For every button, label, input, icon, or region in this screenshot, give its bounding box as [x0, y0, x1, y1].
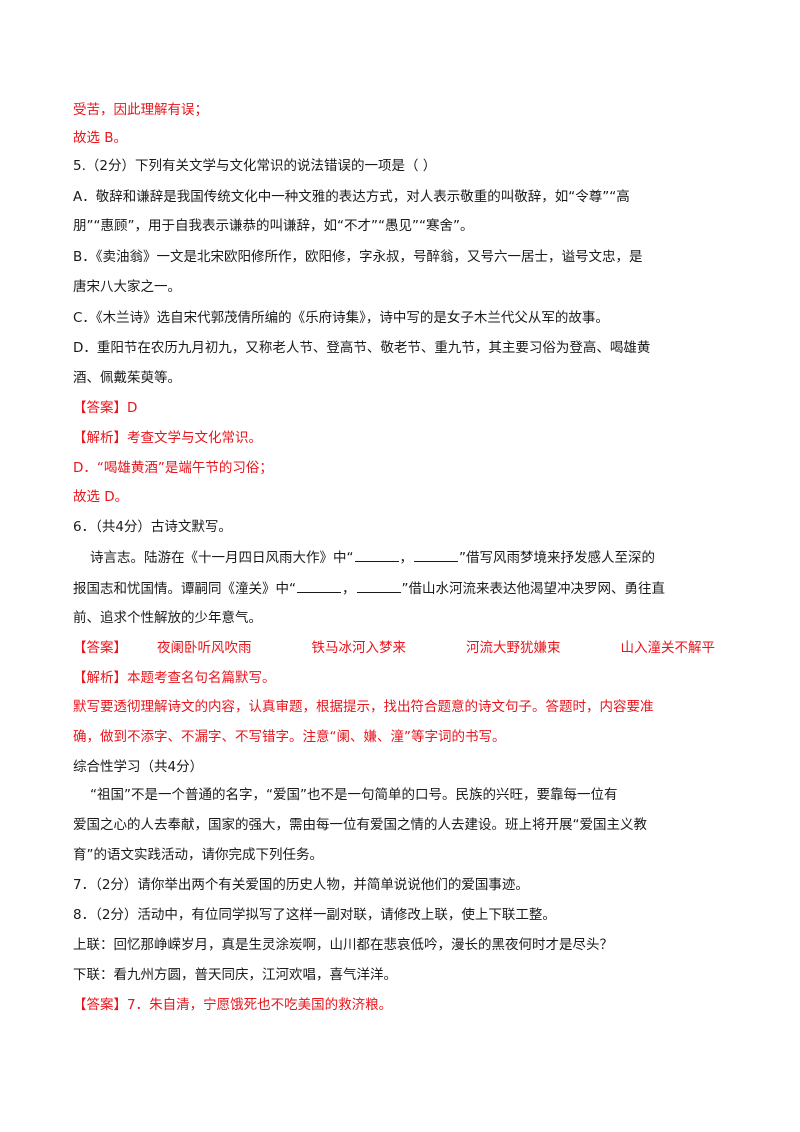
question-6-analysis-body-line2: 确，做到不添字、不漏字、不写错字。注意“阑、嫌、潼”等字词的书写。 [73, 729, 506, 745]
fill-blank [414, 547, 458, 562]
question-6-analysis: 【解析】本题考查名句名篇默写。 [73, 670, 276, 686]
question-5-option-a-line2: 朋”“惠顾”，用于自我表示谦恭的叫谦辞，如“不才”“愚见”“寒舍”。 [73, 218, 474, 234]
section-intro-line3: 育”的语文实践活动，请你完成下列任务。 [73, 847, 323, 863]
question-6-prompt-line2: 报国志和忧国情。谭嗣同《潼关》中“，”借山水河流来表达他渴望冲决罗网、勇往直 [73, 578, 665, 599]
answer-phrase: 山入潼关不解平 [620, 640, 716, 656]
couplet-lower: 下联：看九州方圆，普天同庆，江河欢唱，喜气洋洋。 [73, 967, 397, 983]
question-5-option-d-line2: 酒、佩戴茱萸等。 [73, 370, 181, 386]
prev-explanation-line: 受苦，因此理解有误； [73, 102, 208, 118]
question-7-answer: 【答案】7．朱自清，宁愿饿死也不吃美国的救济粮。 [73, 997, 393, 1013]
answer-phrase: 铁马冰河入梦来 [311, 640, 407, 656]
question-6-stem: 6．（共4分）古诗文默写。 [73, 519, 232, 535]
section-intro-line2: 爱国之心的人去奉献，国家的强大，需由每一位有爱国之情的人去建设。班上将开展“爱国… [73, 817, 647, 833]
section-intro-line1: “祖国”不是一个普通的名字，“爱国”也不是一句简单的口号。民族的兴旺，要靠每一位… [90, 787, 618, 803]
answer-phrase: 河流大野犹嫌束 [466, 640, 561, 656]
question-5-option-d-line1: D．重阳节在农历九月初九，又称老人节、登高节、敬老节、重九节，其主要习俗为登高、… [73, 340, 651, 356]
question-5-conclusion: 故选 D。 [73, 489, 129, 505]
question-5-option-a-line1: A．敬辞和谦辞是我国传统文化中一种文雅的表达方式，对人表示敬重的叫敬辞，如“令尊… [73, 189, 630, 205]
question-7-stem: 7．（2分）请你举出两个有关爱国的历史人物，并简单说说他们的爱国事迹。 [73, 877, 529, 893]
question-6-answer: 【答案】夜阑卧听风吹雨铁马冰河入梦来河流大野犹嫌束山入潼关不解平 [73, 640, 716, 656]
question-5-option-b-line1: B．《卖油翁》一文是北宋欧阳修所作，欧阳修，字永叔，号醉翁，又号六一居士，谥号文… [73, 249, 643, 265]
question-5-analysis: 【解析】考查文学与文化常识。 [73, 430, 262, 446]
question-5-analysis-d: D．“喝雄黄酒”是端午节的习俗； [73, 460, 273, 476]
fill-blank [354, 547, 399, 562]
question-5-option-c: C．《木兰诗》选自宋代郭茂倩所编的《乐府诗集》，诗中写的是女子木兰代父从军的故事… [73, 310, 609, 326]
question-8-stem: 8．（2分）活动中，有位同学拟写了这样一副对联，请修改上联，使上下联工整。 [73, 907, 556, 923]
question-5-answer: 【答案】D [73, 400, 138, 416]
section-heading: 综合性学习（共4分） [73, 759, 204, 775]
question-6-prompt-line3: 前、追求个性解放的少年意气。 [73, 610, 262, 626]
fill-blank [356, 578, 401, 593]
prev-conclusion: 故选 B。 [73, 130, 128, 146]
question-6-analysis-body-line1: 默写要透彻理解诗文的内容，认真审题，根据提示，找出符合题意的诗文句子。答题时，内… [73, 699, 654, 715]
question-6-prompt-line1: 诗言志。陆游在《十一月四日风雨大作》中“，”借写风雨梦境来抒发感人至深的 [90, 547, 655, 568]
answer-phrase: 夜阑卧听风吹雨 [157, 640, 252, 656]
question-5-option-b-line2: 唐宋八大家之一。 [73, 279, 181, 295]
couplet-upper: 上联：回忆那峥嵘岁月，真是生灵涂炭啊，山川都在悲哀低吟，漫长的黑夜何时才是尽头？ [73, 937, 613, 953]
fill-blank [297, 578, 341, 593]
question-5-stem: 5.（2分）下列有关文学与文化常识的说法错误的一项是（ ） [73, 158, 437, 174]
